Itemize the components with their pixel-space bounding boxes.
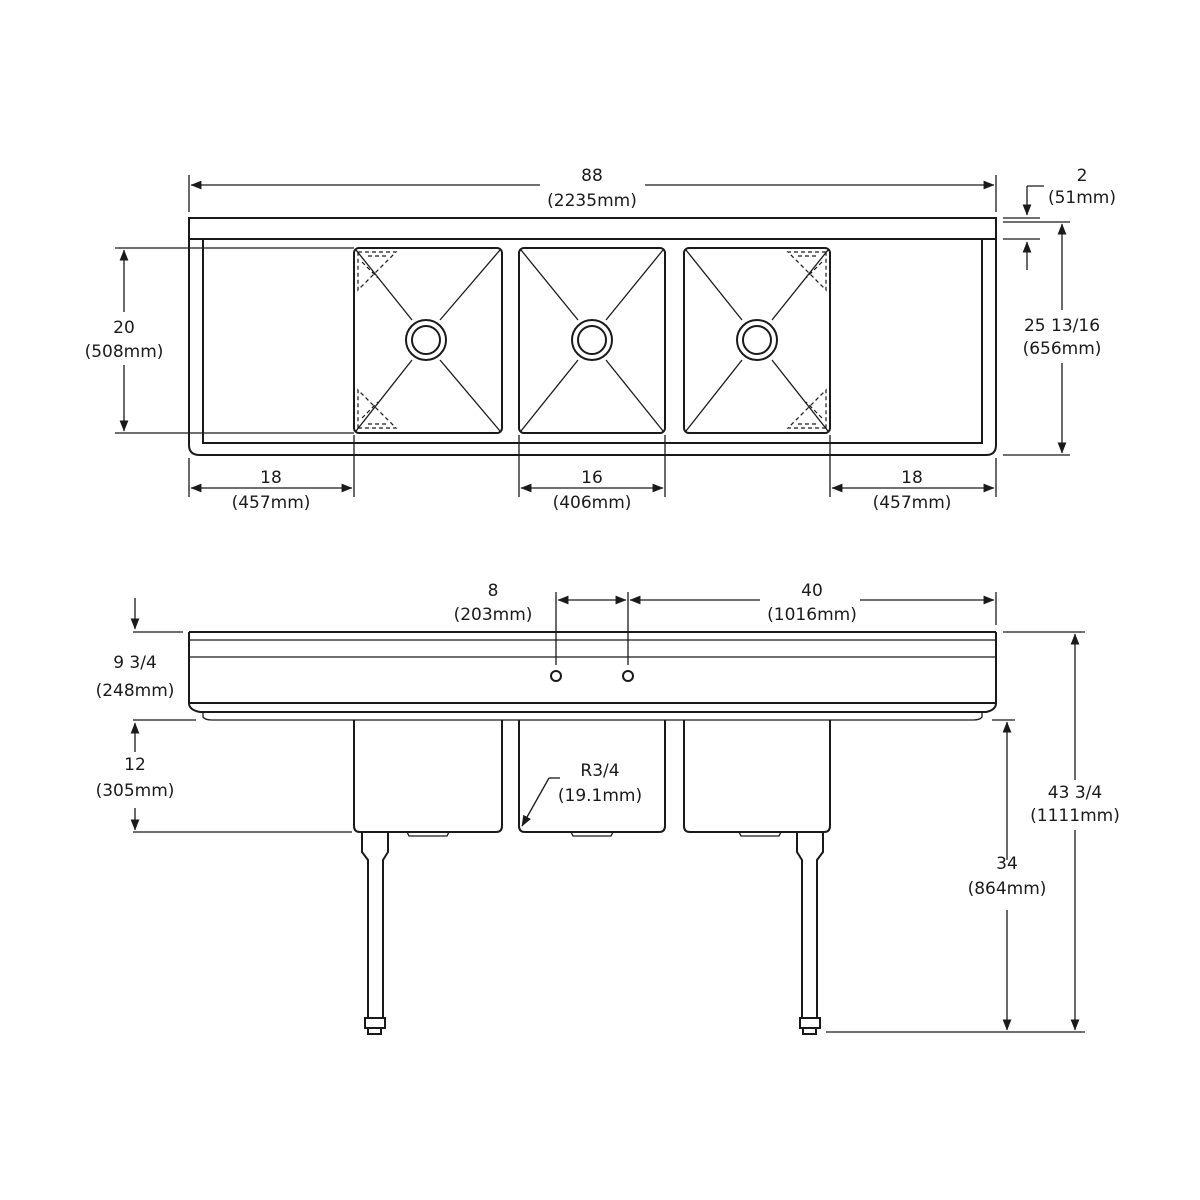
dim-label-metric: (19.1mm)	[558, 786, 642, 806]
dim-label-metric: (1016mm)	[767, 605, 857, 625]
dim-left-drainboard: 18 (457mm)	[188, 435, 355, 513]
dim-overall-width: 88 (2235mm)	[188, 166, 997, 212]
bowl-left	[353, 247, 503, 434]
dim-label: 20	[113, 318, 135, 338]
dim-label: R3/4	[580, 761, 619, 781]
dim-label: 9 3/4	[113, 653, 157, 673]
dim-faucet-offset: 40 (1016mm)	[629, 581, 997, 626]
dim-label: 18	[901, 468, 923, 488]
dim-backsplash-total: 9 3/4 (248mm)	[96, 598, 196, 752]
leg-left	[361, 832, 389, 1035]
dim-label-metric: (1111mm)	[1030, 806, 1120, 826]
front-rim	[188, 700, 997, 713]
dim-label-metric: (305mm)	[96, 781, 175, 801]
dim-label: 2	[1077, 166, 1088, 186]
dim-label: 25 13/16	[1024, 316, 1100, 336]
leg-right	[796, 832, 824, 1035]
bowl-right	[683, 247, 831, 434]
dim-label-metric: (2235mm)	[547, 191, 637, 211]
dim-overall-depth: 25 13/16 (656mm)	[1003, 221, 1102, 456]
dim-faucet-spacing: 8 (203mm)	[454, 581, 629, 665]
dim-backsplash-height: 2 (51mm)	[1003, 166, 1116, 270]
dim-right-drainboard: 18 (457mm)	[829, 435, 997, 513]
dim-label: 40	[801, 581, 823, 601]
dim-label-metric: (508mm)	[85, 342, 164, 362]
dim-label: 12	[124, 755, 146, 775]
front-bowl-left	[353, 720, 503, 837]
dim-label-metric: (656mm)	[1023, 339, 1102, 359]
dim-label: 8	[488, 581, 499, 601]
bowl-center	[518, 247, 666, 434]
front-bowl-right	[683, 720, 831, 837]
drainboard-outline	[202, 239, 983, 444]
dim-label: 43 3/4	[1048, 783, 1102, 803]
dim-label: 18	[260, 468, 282, 488]
dim-label-metric: (864mm)	[968, 879, 1047, 899]
dim-bowl-width: 16 (406mm)	[518, 435, 666, 513]
faucet-hole-left	[550, 670, 562, 682]
dim-label-metric: (406mm)	[553, 493, 632, 513]
dim-label-metric: (457mm)	[873, 493, 952, 513]
dim-label: 88	[581, 166, 603, 186]
dim-label-metric: (457mm)	[232, 493, 311, 513]
front-bowl-center	[518, 720, 666, 837]
dim-label-metric: (51mm)	[1048, 188, 1116, 208]
top-view: 88 (2235mm) 2 (51mm) 25 13/16 (656mm)	[85, 166, 1116, 513]
dim-label: 16	[581, 468, 603, 488]
faucet-hole-right	[622, 670, 634, 682]
dim-bowl-depth: 12 (305mm)	[96, 755, 352, 833]
dim-label-metric: (248mm)	[96, 681, 175, 701]
dim-corner-radius: R3/4 (19.1mm)	[521, 761, 642, 827]
sink-top-outline	[188, 217, 997, 456]
front-view: 8 (203mm) 40 (1016mm) 9 3/4 (248mm) 12 (…	[96, 581, 1120, 1035]
dim-label-metric: (203mm)	[454, 605, 533, 625]
dim-rim-height: 34 (864mm)	[968, 719, 1047, 1031]
dim-bowl-length: 20 (508mm)	[85, 247, 354, 434]
dim-overall-height: 43 3/4 (1111mm)	[826, 631, 1120, 1033]
dim-label: 34	[996, 854, 1018, 874]
